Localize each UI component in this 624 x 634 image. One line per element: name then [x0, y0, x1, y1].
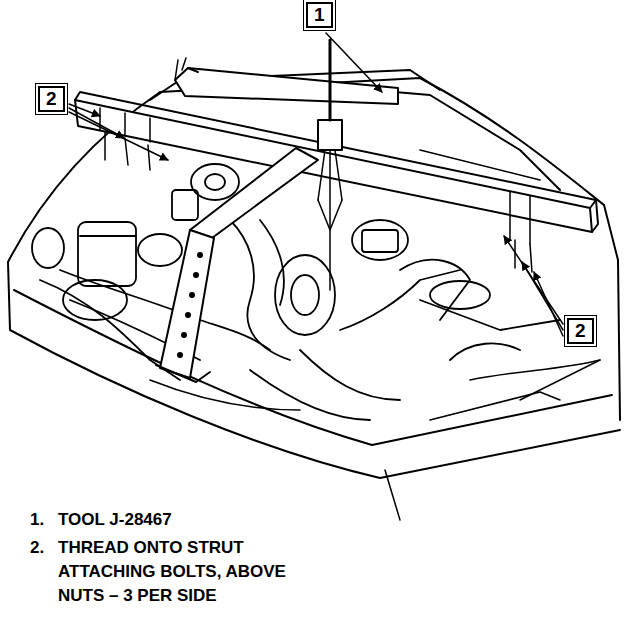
legend-text: TOOL J-28467 [58, 508, 172, 532]
support-fixture [75, 40, 598, 382]
legend-number: 1. [30, 508, 44, 532]
legend-text: THREAD ONTO STRUT ATTACHING BOLTS, ABOVE… [58, 536, 308, 608]
legend-number: 2. [30, 536, 44, 560]
callout-number: 1 [306, 2, 333, 28]
leader-lines [69, 33, 563, 336]
callout-number: 2 [38, 86, 65, 112]
car-body [8, 70, 620, 520]
callout-number: 2 [567, 318, 594, 344]
